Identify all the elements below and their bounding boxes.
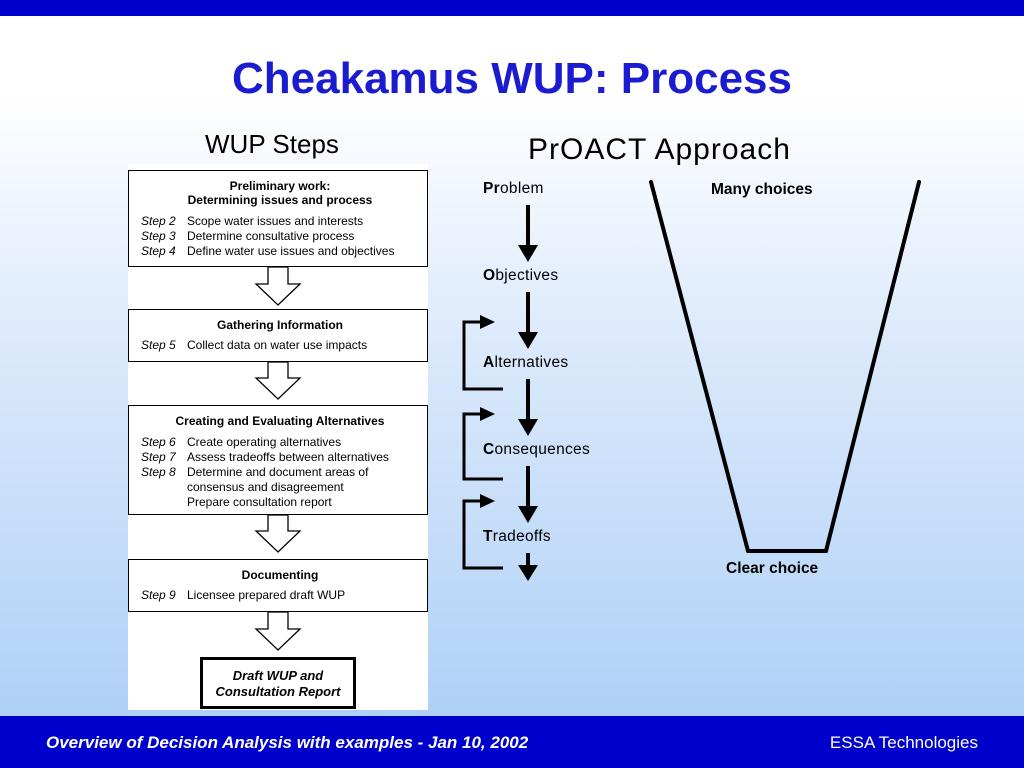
step-text: Assess tradeoffs between alternatives: [187, 450, 389, 464]
wup-steps-heading: WUP Steps: [205, 129, 339, 159]
down-arrow-4: [254, 611, 302, 651]
step-row: Step 7 Assess tradeoffs between alternat…: [141, 450, 419, 465]
step-label: Step 6: [141, 435, 176, 449]
feedback-arrowhead-1: [480, 315, 495, 329]
step-row: consensus and disagreement: [141, 480, 419, 495]
step-box-alternatives: Creating and Evaluating Alternatives Ste…: [128, 405, 428, 515]
proact-step-initial: C: [483, 441, 495, 458]
box-title-line: Creating and Evaluating Alternatives: [175, 414, 385, 428]
step-text: Licensee prepared draft WUP: [187, 588, 346, 602]
feedback-arrowhead-3: [480, 494, 495, 508]
proact-arrowhead-5: [518, 565, 538, 581]
proact-step-rest: lternatives: [494, 354, 569, 371]
step-label: Step 4: [141, 244, 176, 258]
final-box-line: Consultation Report: [215, 684, 341, 699]
step-label: Step 7: [141, 450, 176, 464]
proact-arrowhead-2: [518, 332, 538, 349]
proact-step-consequences: Consequences: [483, 441, 590, 459]
step-row: Step 9 Licensee prepared draft WUP: [141, 588, 419, 603]
proact-step-objectives: Objectives: [483, 267, 558, 285]
step-box-documenting: Documenting Step 9 Licensee prepared dra…: [128, 559, 428, 612]
feedback-loop-2: [462, 412, 503, 481]
top-bar: [0, 0, 1024, 16]
proact-step-initial: O: [483, 267, 496, 284]
step-row: Step 2 Scope water issues and interests: [141, 214, 419, 229]
feedback-loop-1: [462, 320, 503, 391]
step-label: Step 8: [141, 465, 176, 479]
proact-step-rest: onsequences: [494, 441, 591, 458]
proact-step-rest: oblem: [499, 180, 544, 197]
proact-step-alternatives: Alternatives: [483, 354, 568, 372]
step-label: Step 2: [141, 214, 176, 228]
funnel-bottom-label: Clear choice: [726, 560, 819, 577]
footer-right-text: ESSA Technologies: [829, 733, 978, 752]
step-row: Prepare consultation report: [141, 495, 419, 510]
step-text: Create operating alternatives: [187, 435, 342, 449]
step-box-gathering: Gathering Information Step 5 Collect dat…: [128, 309, 428, 362]
final-box-line: Draft WUP and: [232, 668, 324, 683]
proact-step-rest: bjectives: [495, 267, 559, 284]
down-arrow-1: [254, 266, 302, 306]
proact-arrowhead-3: [518, 419, 538, 436]
step-row: Step 8 Determine and document areas of: [141, 465, 419, 480]
proact-step-tradeoffs: Tradeoffs: [483, 528, 551, 546]
step-label: Step 3: [141, 229, 176, 243]
proact-step-initial: Pr: [483, 180, 500, 197]
box-title-line: Determining issues and process: [187, 193, 373, 207]
funnel-left-wall: [649, 180, 750, 553]
feedback-loop-3: [462, 499, 503, 570]
step-row: Step 5 Collect data on water use impacts: [141, 338, 419, 353]
step-box-preliminary: Preliminary work: Determining issues and…: [128, 170, 428, 267]
step-row: Step 6 Create operating alternatives: [141, 435, 419, 450]
funnel-right-wall: [824, 180, 921, 553]
proact-step-problem: Problem: [483, 180, 544, 198]
step-text: consensus and disagreement: [187, 480, 344, 494]
step-text: Determine consultative process: [187, 229, 355, 243]
feedback-arrowhead-2: [480, 407, 495, 421]
step-row: Step 4 Define water use issues and objec…: [141, 244, 419, 259]
step-text: Scope water issues and interests: [187, 214, 364, 228]
box-title-line: Documenting: [241, 568, 319, 582]
step-row: Step 3 Determine consultative process: [141, 229, 419, 244]
final-report-box: Draft WUP and Consultation Report: [200, 657, 356, 709]
step-text: Prepare consultation report: [187, 495, 332, 509]
footer-left-text: Overview of Decision Analysis with examp…: [46, 733, 529, 752]
down-arrow-2: [254, 361, 302, 400]
proact-step-initial: A: [483, 354, 495, 371]
proact-step-rest: radeoffs: [492, 528, 551, 545]
step-text: Determine and document areas of: [187, 465, 369, 479]
box-title-line: Gathering Information: [217, 318, 343, 332]
step-text: Define water use issues and objectives: [187, 244, 395, 258]
box-title-line: Preliminary work:: [229, 179, 331, 193]
wup-steps-panel: Preliminary work: Determining issues and…: [128, 164, 428, 710]
step-label: Step 5: [141, 338, 176, 352]
footer-bar: Overview of Decision Analysis with examp…: [0, 716, 1024, 768]
wup-connector-arrows: [254, 266, 302, 651]
proact-heading: PrOACT Approach: [528, 133, 791, 166]
proact-arrowhead-1: [518, 245, 538, 262]
step-text: Collect data on water use impacts: [187, 338, 368, 352]
slide-title: Cheakamus WUP: Process: [232, 54, 792, 103]
proact-arrowhead-4: [518, 506, 538, 523]
down-arrow-3: [254, 514, 302, 553]
step-label: Step 9: [141, 588, 176, 602]
funnel-top-label: Many choices: [711, 181, 813, 198]
proact-step-initial: T: [483, 528, 493, 545]
